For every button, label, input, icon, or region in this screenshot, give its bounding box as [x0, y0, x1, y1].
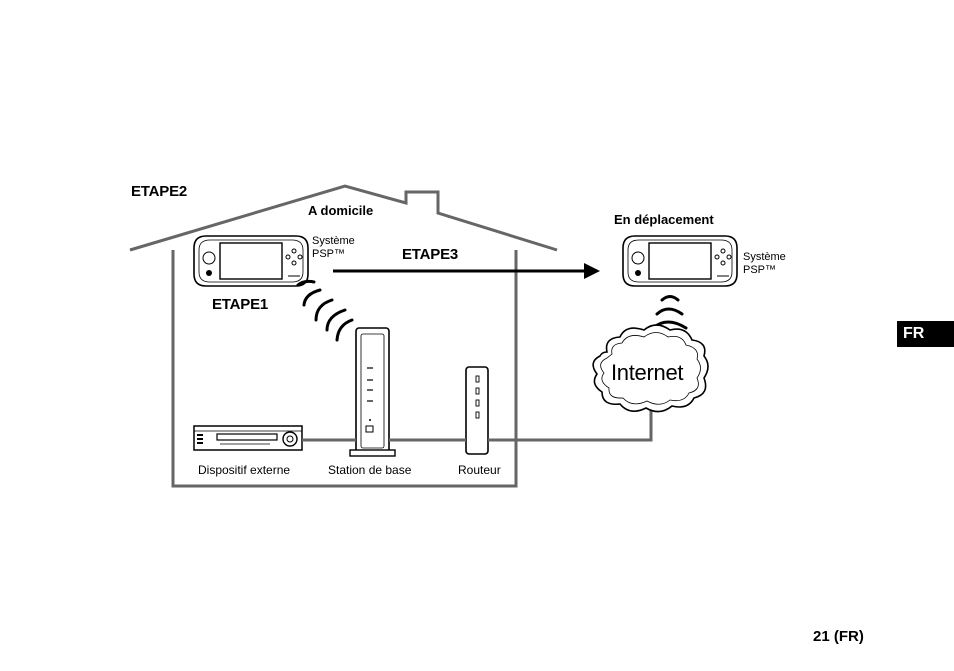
network-cables	[302, 406, 653, 442]
house-outline	[129, 184, 558, 488]
base-station-icon	[349, 327, 396, 457]
cloud-icon	[592, 324, 709, 413]
psp-home-line2: PSP™	[312, 248, 346, 260]
step3-label: ETAPE3	[402, 246, 459, 263]
wifi-waves-icon	[651, 295, 688, 330]
language-tab: FR	[897, 321, 954, 347]
home-location-label: A domicile	[308, 203, 374, 218]
page-number: 21 (FR)	[813, 628, 864, 645]
vcr-icon	[193, 425, 303, 451]
router-icon	[465, 366, 489, 455]
away-location-label: En déplacement	[614, 212, 714, 227]
base-station-caption: Station de base	[328, 463, 412, 477]
psp-home-line1: Système	[312, 235, 355, 247]
psp-console-icon	[622, 235, 738, 287]
psp-away-line1: Système	[743, 251, 786, 263]
step1-label: ETAPE1	[212, 296, 269, 313]
internet-cloud-label: Internet	[611, 360, 684, 385]
external-device-caption: Dispositif externe	[198, 463, 291, 477]
psp-console-icon	[193, 235, 309, 287]
arrow-right-icon	[333, 263, 600, 279]
wifi-waves-icon	[296, 279, 354, 342]
step2-label: ETAPE2	[131, 183, 188, 200]
psp-away-line2: PSP™	[743, 264, 777, 276]
psp-away-label: Système PSP™	[743, 251, 786, 277]
psp-home-label: Système PSP™	[312, 235, 355, 261]
router-caption: Routeur	[458, 463, 501, 477]
